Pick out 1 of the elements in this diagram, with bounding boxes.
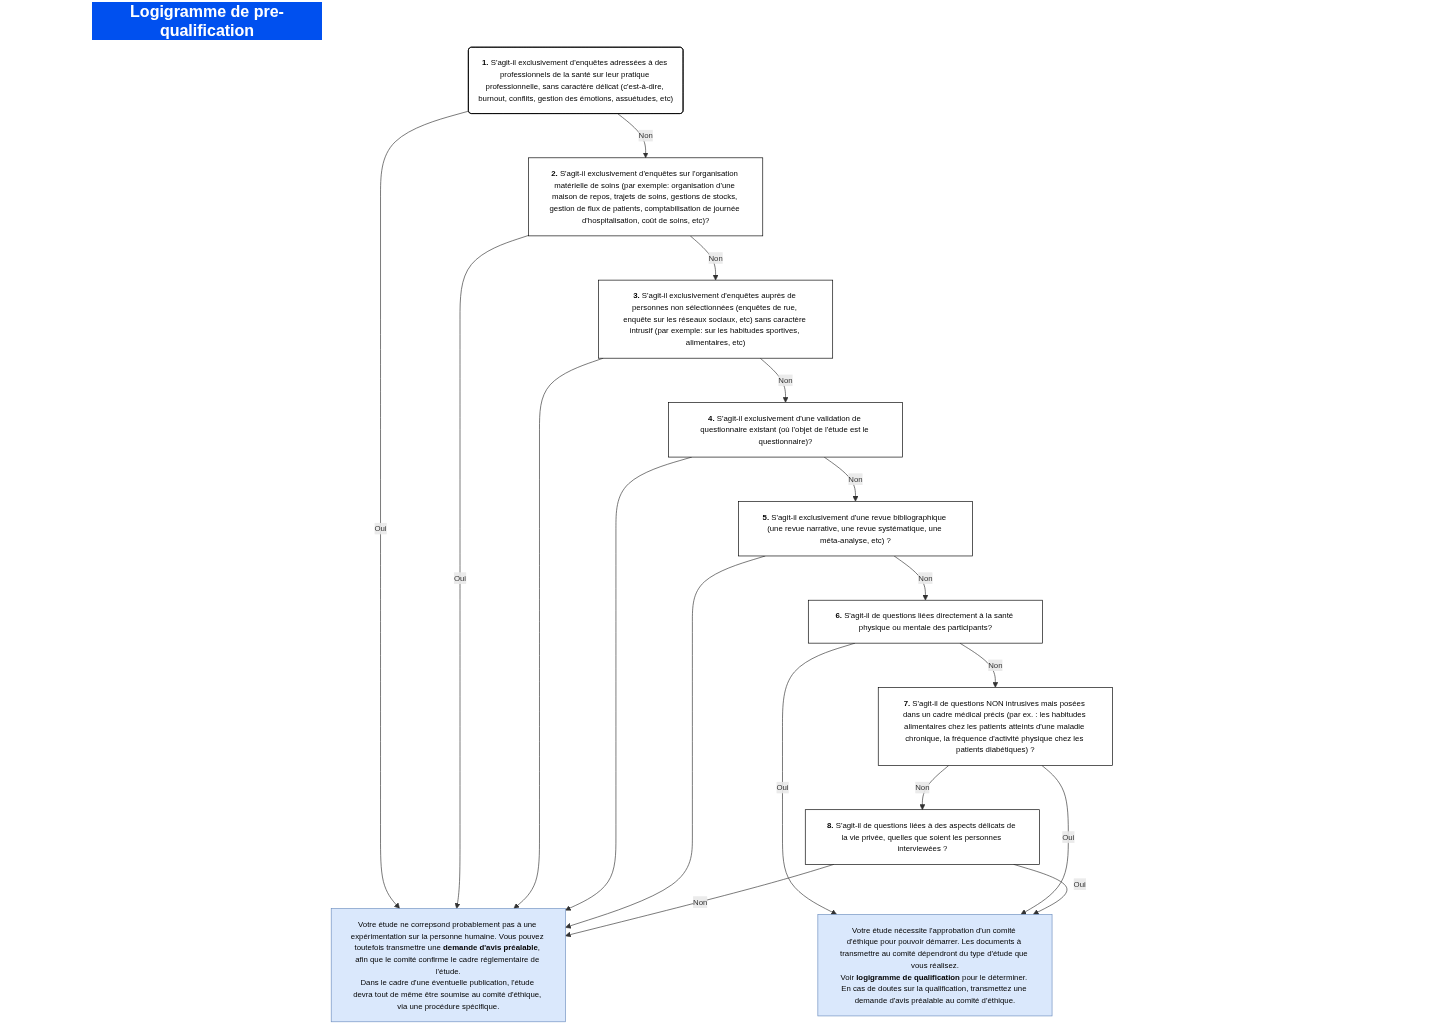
title-banner: Logigramme de pre-qualification <box>92 2 322 40</box>
